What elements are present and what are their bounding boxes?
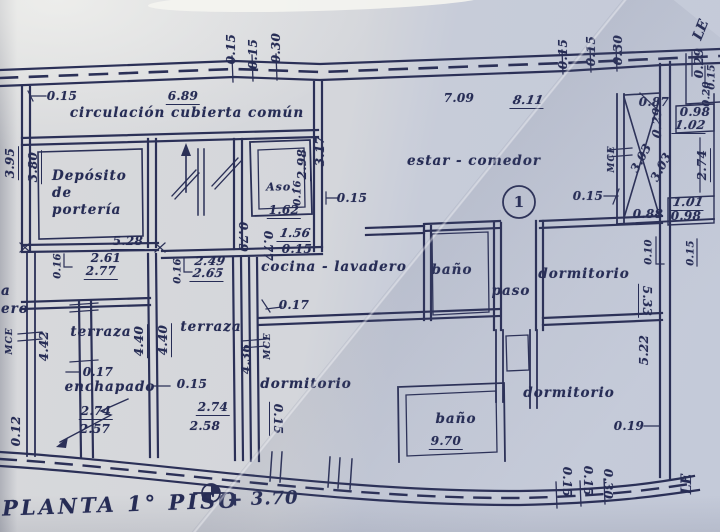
boundary-mark-le-bottom: LE xyxy=(679,473,695,495)
dim-label: 0.79 xyxy=(236,221,250,253)
dim-label: 6.89 xyxy=(165,89,201,105)
dim-label: 2.74 xyxy=(78,404,114,420)
room-label-deposito: de xyxy=(52,185,73,201)
room-label-enchapado: enchapado xyxy=(64,379,156,395)
dim-label: 0.98 xyxy=(679,105,711,119)
dim-label: 0.15 xyxy=(581,465,595,497)
dim-label: 0.15 xyxy=(46,89,78,103)
unit-number: 1 xyxy=(513,193,525,211)
dim-label: 2.57 xyxy=(79,422,111,436)
dim-label: 4.36 xyxy=(239,343,253,375)
dim-label: 4.40 xyxy=(156,322,172,358)
dim-label: 0.77 xyxy=(261,230,275,262)
dim-label: 0.15 xyxy=(336,191,368,205)
dim-label: 0.29 xyxy=(692,47,706,79)
dim-label: 0.16 xyxy=(292,180,304,206)
dim-label: 0.19 xyxy=(613,419,645,433)
dim-label: 2.61 xyxy=(90,251,122,265)
dim-label: 3.80 xyxy=(26,149,42,185)
room-label-estar: estar - comedor xyxy=(407,153,541,169)
dim-label: 5.22 xyxy=(637,334,651,366)
dim-label: 1.56 xyxy=(276,226,314,242)
dim-label: 5.28 xyxy=(110,234,146,250)
wall-mark-mce: MCE xyxy=(5,327,15,355)
dim-label: 0.15 xyxy=(572,189,604,203)
dim-label: 2.77 xyxy=(83,264,119,280)
dim-label: 0.17 xyxy=(278,298,310,312)
room-label-terraza-izq: terraza xyxy=(70,324,132,340)
room-label-dormitorio-centro: dormitorio xyxy=(260,376,352,392)
dim-label: 0.30 xyxy=(269,32,283,64)
dim-label: 7.09 xyxy=(443,91,475,105)
dim-label: 0.87 xyxy=(638,95,670,109)
door-swing-marks xyxy=(171,157,242,200)
dim-label: 0.16 xyxy=(52,253,64,279)
dim-label: 0.15 xyxy=(224,33,238,65)
room-label-bano-inf: baño xyxy=(435,411,477,427)
dim-label: 0.15 xyxy=(685,240,697,266)
wall-mark-mce: MCE xyxy=(607,145,617,173)
dim-label: 2.58 xyxy=(189,419,221,433)
dim-label: 3.95 xyxy=(3,145,19,181)
dim-label: 0.16 xyxy=(172,258,184,284)
dim-label: 1.62 xyxy=(266,203,302,219)
dim-label: 0.30 xyxy=(611,34,625,66)
level-mark-value: + 3.70 xyxy=(227,487,299,511)
room-label-circulacion: circulación cubierta común xyxy=(69,105,305,121)
dim-label: 4.42 xyxy=(37,330,51,362)
room-label-dormitorio-sup: dormitorio xyxy=(538,266,630,282)
room-label-cocina: cocina - lavadero xyxy=(261,259,407,275)
wall-mark-mce: MCE xyxy=(263,332,273,360)
dim-label: 0.15 xyxy=(584,35,598,67)
dim-label: 3.17 xyxy=(313,135,327,167)
edge-label-ero: ero xyxy=(1,301,29,317)
dim-label: 0.98 xyxy=(670,209,702,223)
dim-label: 0.15 xyxy=(560,466,574,498)
dim-label: 0.17 xyxy=(82,365,114,379)
dim-label: 0.30 xyxy=(601,468,615,500)
dim-label: 1.02 xyxy=(671,118,709,134)
dim-label: 9.70 xyxy=(428,434,464,450)
dim-label: 5.33 xyxy=(638,283,654,319)
dim-label: 0.20 xyxy=(701,81,713,107)
edge-label-a: a xyxy=(1,283,11,299)
room-label-aso: Aso. xyxy=(266,180,296,194)
room-label-bano-sup: baño xyxy=(431,262,473,278)
room-label-dormitorio-der: dormitorio xyxy=(523,385,615,401)
dim-label: 0.10 xyxy=(643,239,655,265)
dim-label: 2.74 xyxy=(695,147,711,183)
dim-label: 0.88 xyxy=(632,207,664,221)
dim-label: 0.15 xyxy=(269,401,285,437)
room-label-terraza-der: terraza xyxy=(180,319,242,335)
room-label-deposito: portería xyxy=(52,202,122,218)
dimension-cross-ticks xyxy=(19,242,166,253)
dim-label: 0.29 xyxy=(650,106,664,140)
dim-label: 0.15 xyxy=(246,38,260,70)
room-label-deposito: Depósito xyxy=(52,168,127,184)
dim-label: 4.40 xyxy=(132,323,148,359)
enchapado-leader-arrow xyxy=(59,398,129,443)
dim-label: 2.74 xyxy=(195,400,231,416)
dim-label: 0.12 xyxy=(9,415,23,447)
dim-label: 2.98 xyxy=(295,146,311,182)
room-label-paso: paso xyxy=(491,283,531,299)
dim-label: 0.15 xyxy=(556,38,570,70)
dim-label: 8.11 xyxy=(509,93,547,109)
dim-label: 0.15 xyxy=(176,377,208,391)
dim-label: 2.65 xyxy=(189,266,227,282)
dim-label: 0.15 xyxy=(281,242,313,256)
